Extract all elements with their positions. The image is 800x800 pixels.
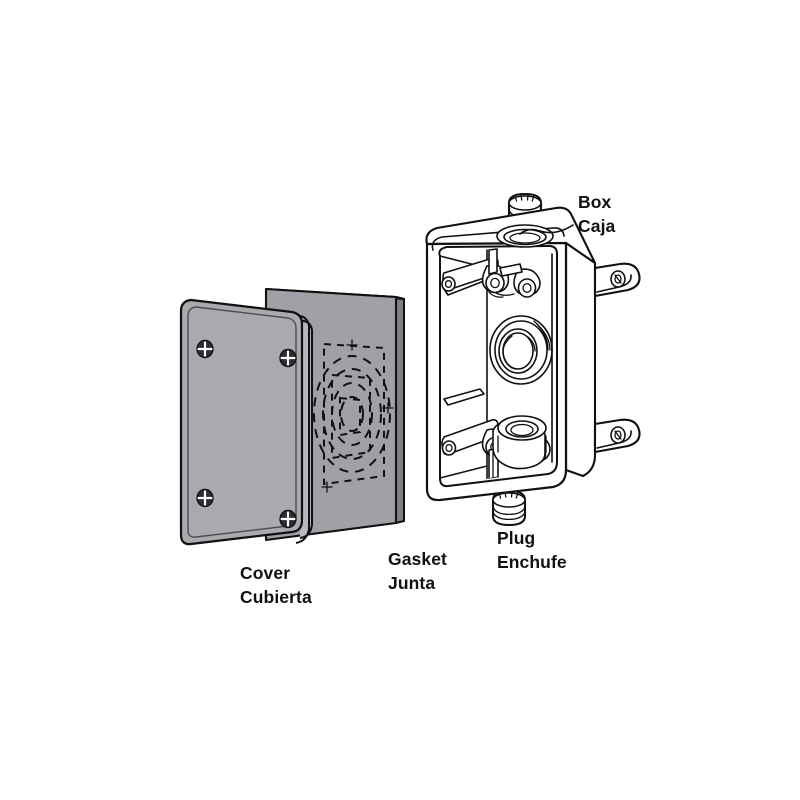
cover-screw-top-right	[279, 348, 297, 368]
label-box-line1: Box	[578, 192, 612, 212]
box-right-wall	[564, 241, 597, 478]
mounting-ear-bottom	[593, 418, 641, 454]
label-plug-line1: Plug	[497, 528, 535, 548]
cover-screw-bottom-right	[279, 509, 297, 529]
box-interior	[439, 248, 553, 487]
box-hub-bottom	[492, 415, 547, 470]
cover-screw-bottom-left	[196, 488, 214, 508]
cover-thickness-edge-2	[295, 314, 310, 544]
gasket-hidden-detail	[313, 339, 394, 493]
label-gasket-line2: Junta	[388, 573, 435, 593]
plug-bottom	[491, 489, 527, 527]
label-plug-line2: Enchufe	[497, 552, 567, 572]
box-part	[425, 206, 641, 502]
label-box-line2: Caja	[578, 216, 616, 236]
box-hub-top	[496, 224, 554, 248]
boss-top-left	[441, 248, 541, 298]
cover-screw-top-left	[196, 339, 214, 359]
leader-line-box	[519, 224, 574, 235]
label-box: Box Caja	[578, 192, 616, 236]
label-gasket-line1: Gasket	[388, 549, 447, 569]
label-cover: Cover Cubierta	[240, 563, 312, 607]
gasket-edge-face	[395, 296, 405, 524]
cover-part	[179, 298, 314, 546]
label-gasket: Gasket Junta	[388, 549, 447, 593]
cover-face	[179, 298, 304, 546]
label-cover-line1: Cover	[240, 563, 290, 583]
label-cover-line2: Cubierta	[240, 587, 312, 607]
label-plug: Plug Enchufe	[497, 528, 567, 572]
box-hub-center	[489, 315, 553, 385]
mounting-ear-top	[593, 262, 641, 298]
